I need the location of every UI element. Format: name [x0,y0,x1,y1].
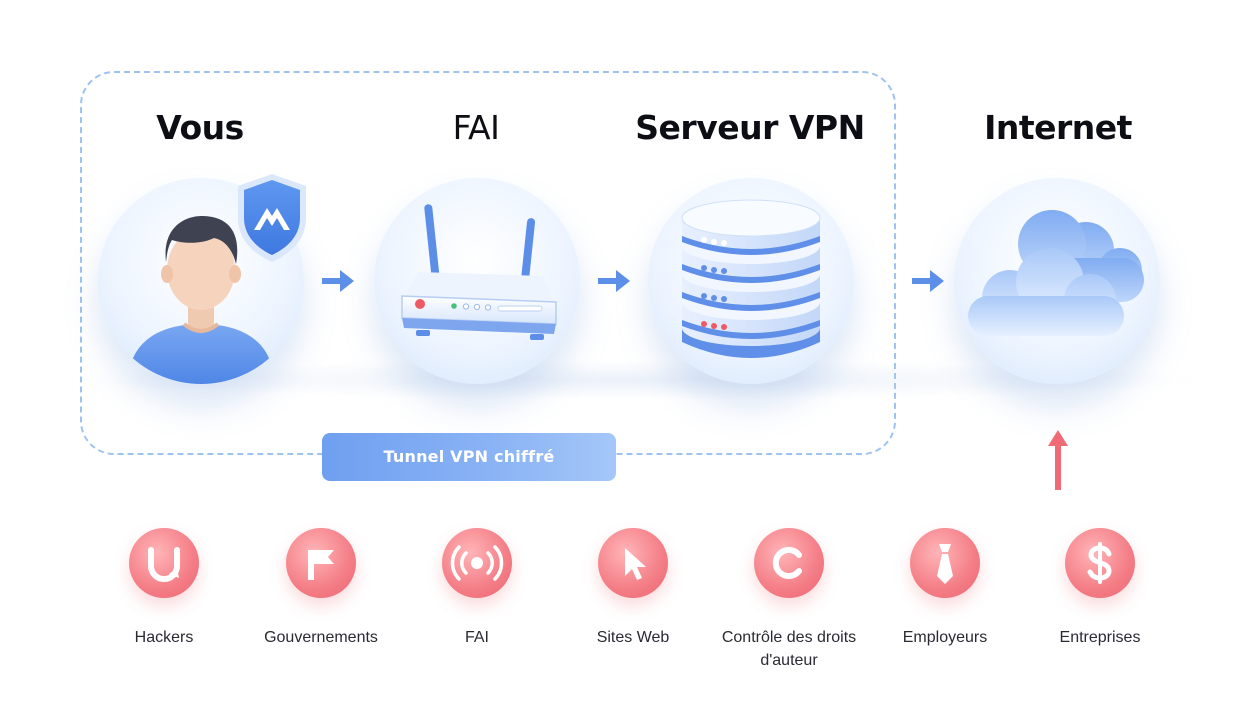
node-title-you: Vous [156,108,244,147]
node-internet [954,178,1160,384]
broadcast-icon [442,528,512,598]
threat-governments: Gouvernements [251,528,391,649]
threat-employers: Employeurs [875,528,1015,649]
node-isp [374,178,580,384]
node-title-internet: Internet [984,108,1132,147]
cloud-icon [968,210,1144,336]
threat-label: Hackers [134,629,194,646]
dollar-icon [1065,528,1135,598]
tunnel-label: Tunnel VPN chiffré [322,433,616,481]
server-icon [681,199,821,358]
threat-websites: Sites Web [563,528,703,649]
threat-label: Contrôle des droits d'auteur [721,629,857,669]
node-vpn-server [648,178,854,384]
magnet-icon [129,528,199,598]
threat-label: FAI [464,629,489,646]
router-icon [401,204,557,340]
threat-label: Gouvernements [264,629,378,646]
flow-arrow-3 [910,268,946,294]
flow-arrow-2 [596,268,632,294]
threat-label: Entreprises [1059,629,1141,646]
up-arrow-icon [1048,430,1068,490]
node-title-isp: FAI [452,108,500,147]
tie-icon [910,528,980,598]
threat-label: Employeurs [902,629,988,646]
threat-label: Sites Web [596,629,670,646]
flow-arrow-1 [320,268,356,294]
threat-copyright: Contrôle des droits d'auteur [719,528,859,672]
threat-hackers: Hackers [94,528,234,649]
user-icon [128,216,274,384]
threat-isp: FAI [407,528,547,649]
shield-icon [238,174,306,262]
flag-icon [286,528,356,598]
threat-companies: Entreprises [1030,528,1170,649]
cursor-icon [598,528,668,598]
node-title-vpn-server: Serveur VPN [635,108,865,147]
copyright-icon [754,528,824,598]
